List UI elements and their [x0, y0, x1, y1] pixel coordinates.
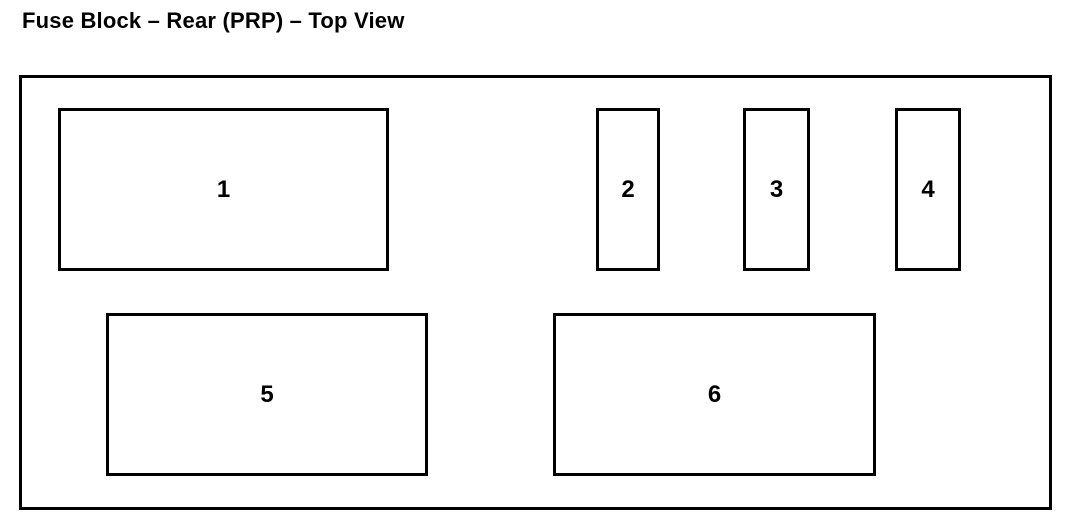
fuse-block-3-label: 3	[769, 175, 784, 203]
diagram-title: Fuse Block – Rear (PRP) – Top View	[22, 8, 405, 33]
fuse-block-3: 3	[743, 108, 810, 271]
fuse-block-2: 2	[596, 108, 660, 271]
fuse-block-6-label: 6	[707, 380, 722, 408]
fuse-block-5: 5	[106, 313, 428, 476]
fuse-block-4-label: 4	[921, 175, 935, 203]
fuse-block-1: 1	[58, 108, 389, 271]
fuse-block-5-label: 5	[260, 380, 274, 408]
fuse-block-4: 4	[895, 108, 961, 271]
fuse-block-2-label: 2	[621, 175, 635, 203]
fuse-block-6: 6	[553, 313, 876, 476]
fuse-block-1-label: 1	[216, 175, 231, 203]
